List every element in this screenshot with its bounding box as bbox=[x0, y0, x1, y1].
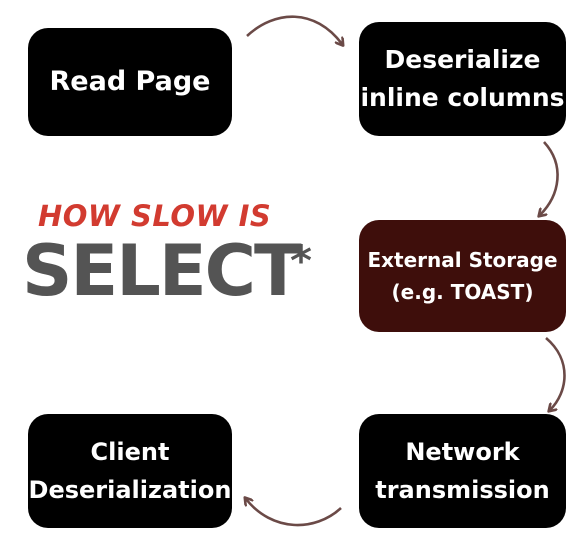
step-label-line: Read Page bbox=[49, 66, 211, 97]
step-client-deserialization: Client Deserialization bbox=[28, 414, 232, 528]
arrow-read-to-deserialize bbox=[246, 15, 342, 44]
step-read-page: Read Page bbox=[28, 28, 232, 136]
step-label-line: External Storage bbox=[367, 248, 558, 272]
step-label-line: transmission bbox=[375, 476, 550, 504]
step-deserialize-inline-columns: Deserialize inline columns bbox=[359, 22, 566, 136]
arrow-deserialize-to-external bbox=[540, 141, 559, 215]
step-label-line: Deserialize bbox=[384, 45, 541, 74]
headline-asterisk: * bbox=[290, 236, 312, 285]
arrow-external-to-network bbox=[545, 337, 566, 410]
step-label-line: Deserialization bbox=[28, 476, 232, 504]
step-label-line: inline columns bbox=[360, 83, 565, 112]
step-label-line: Client bbox=[90, 438, 170, 466]
headline-how-slow-is: HOW SLOW IS bbox=[38, 199, 272, 233]
step-label-line: Network bbox=[405, 438, 520, 466]
step-network-transmission: Network transmission bbox=[359, 414, 566, 528]
step-external-storage: External Storage (e.g. TOAST) bbox=[359, 220, 566, 332]
headline-select: SELECT bbox=[22, 230, 302, 312]
arrow-network-to-client bbox=[246, 499, 342, 527]
step-label-line: (e.g. TOAST) bbox=[391, 280, 534, 304]
